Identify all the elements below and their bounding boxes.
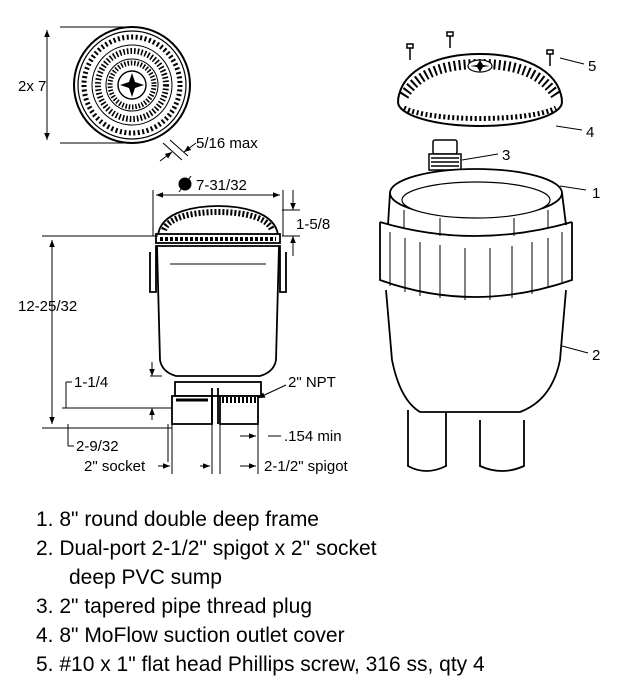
dim-npt-label: 2" NPT (288, 374, 336, 391)
dim-gap (159, 139, 197, 162)
dim-bottom-offset-label: 1-1/4 (74, 374, 108, 391)
parts-list-item: 2. Dual-port 2-1/2" spigot x 2" socket (36, 537, 377, 560)
parts-list-item: 5. #10 x 1" flat head Phillips screw, 31… (36, 653, 485, 676)
parts-list: 1. 8" round double deep frame 2. Dual-po… (36, 505, 485, 679)
parts-list-item: 4. 8" MoFlow suction outlet cover (36, 624, 345, 647)
parts-list-item: 1. 8" round double deep frame (36, 508, 319, 531)
dim-overall-height (42, 235, 172, 429)
callout-4: 4 (586, 124, 594, 141)
dim-base-height (67, 424, 169, 462)
callout-5: 5 (588, 58, 596, 75)
parts-list-item: deep PVC sump (69, 566, 222, 589)
dim-frame-height (282, 190, 300, 256)
dim-spigot-label: 2-1/2" spigot (264, 458, 349, 475)
callout-2: 2 (592, 347, 600, 364)
sump-assembly (379, 168, 573, 472)
dim-bottom-offset (62, 362, 172, 420)
dim-overall-height-label: 12-25/32 (18, 298, 77, 315)
screws (406, 31, 554, 66)
dim-min-clearance (240, 424, 281, 450)
parts-list-item: 3. 2" tapered pipe thread plug (36, 595, 312, 618)
dim-frame-dia (152, 175, 284, 236)
cover (397, 52, 563, 127)
callout-3: 3 (502, 147, 510, 164)
dim-socket-spigot (158, 424, 259, 474)
dim-cover-dia-label: 2x 7 (18, 78, 46, 95)
dim-base-height-label: 2-9/32 (76, 438, 119, 455)
top-view-cover (73, 26, 191, 144)
dim-socket-label: 2" socket (84, 458, 146, 475)
dim-gap-label: 5/16 max (196, 135, 258, 152)
dim-frame-dia-label: 7-31/32 (196, 177, 247, 194)
callout-leaders (461, 57, 589, 354)
dim-frame-height-label: 1-5/8 (296, 216, 330, 233)
technical-drawing: 2x 7 5/16 max 7-31/32 (18, 26, 600, 475)
dim-cover-dia (44, 26, 132, 144)
dim-min-clearance-label: .154 min (284, 428, 342, 445)
section-view (149, 205, 287, 425)
plug (428, 139, 462, 171)
callout-1: 1 (592, 185, 600, 202)
